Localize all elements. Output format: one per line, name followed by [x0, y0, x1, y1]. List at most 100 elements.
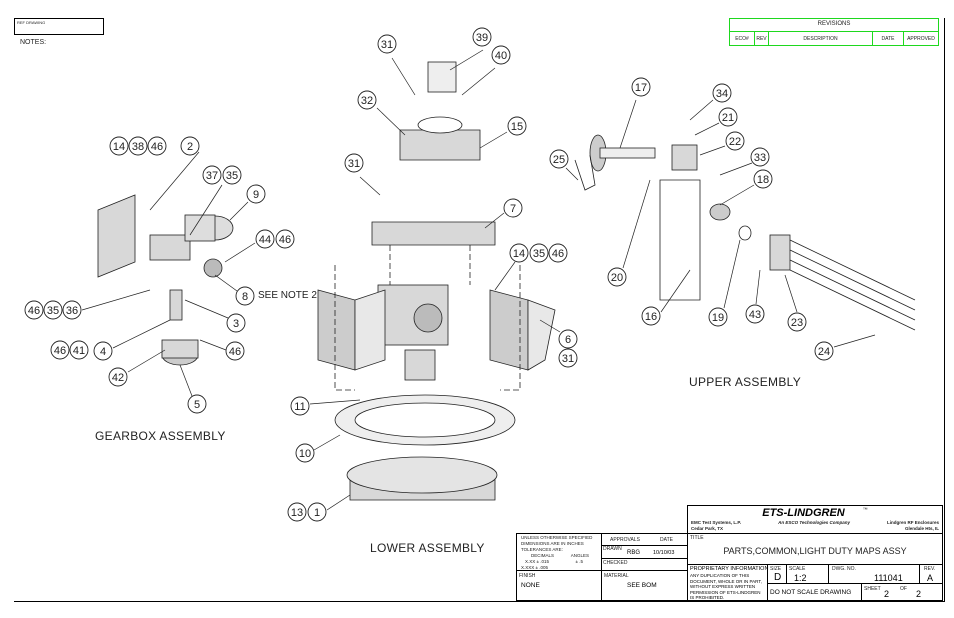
side-bracket-right [489, 289, 529, 371]
balloon-number: 10 [299, 448, 311, 460]
balloon [631, 77, 651, 97]
tolerance-xx-row: X.XX ± .015 ± .5 [521, 559, 597, 565]
balloon-number: 18 [757, 174, 769, 186]
balloon-number: 46 [552, 248, 564, 260]
balloon [128, 136, 148, 156]
dwg-label: DWG. NO. [832, 566, 856, 572]
side-bracket-left [317, 289, 356, 371]
balloon [50, 340, 70, 360]
balloon [69, 340, 89, 360]
balloon [725, 131, 745, 151]
title-label: TITLE [690, 535, 704, 541]
balloon-number: 9 [253, 189, 259, 201]
rev-value: A [927, 573, 934, 583]
material-value: SEE BOM [627, 582, 657, 589]
size-value: D [774, 572, 782, 583]
balloon [507, 116, 527, 136]
balloon-number: 46 [279, 234, 291, 246]
balloon [509, 243, 529, 263]
balloon-number: 41 [73, 345, 85, 357]
finish-box: FINISH NONE [516, 570, 602, 601]
company-logo: ETS-LINDGREN [762, 507, 845, 519]
balloon-number: 38 [132, 141, 144, 153]
balloon [255, 229, 275, 249]
proprietary-heading: PROPRIETARY INFORMATION [690, 566, 769, 572]
balloon-number: 43 [749, 309, 761, 321]
leader-lines [81, 49, 876, 511]
balloon-number: 46 [28, 305, 40, 317]
balloon-number: 22 [729, 136, 741, 148]
balloon [93, 341, 113, 361]
balloon [558, 348, 578, 368]
balloon-number: 1 [314, 507, 320, 519]
proprietary-text: ANY DUPLICATION OF THIS DOCUMENT, WHOLE … [690, 573, 762, 600]
balloon [787, 312, 807, 332]
balloon-number: 34 [716, 88, 728, 100]
trademark: ™ [862, 507, 868, 513]
balloon-number: 21 [722, 112, 734, 124]
balloon-number: 33 [754, 152, 766, 164]
balloon [225, 341, 245, 361]
balloon-number: 31 [348, 158, 360, 170]
revisions-columns: ECO# REV DESCRIPTION DATE APPROVED [729, 31, 939, 46]
notes-label: NOTES: [20, 39, 47, 46]
balloon [357, 90, 377, 110]
balloon-number: 35 [47, 305, 59, 317]
of-label: OF [900, 586, 907, 592]
material-label: MATERIAL [604, 573, 629, 579]
balloon [62, 300, 82, 320]
balloon [745, 304, 765, 324]
company-right-col: Lindgren RF Enclosures Glendale Hts, IL [887, 520, 939, 532]
balloon-number: 8 [242, 291, 248, 303]
balloon-number: 23 [791, 317, 803, 329]
balloon-number: 35 [533, 248, 545, 260]
balloon-number: 31 [381, 39, 393, 51]
shaft [169, 289, 183, 321]
panel [659, 179, 701, 301]
balloon-number: 36 [66, 305, 78, 317]
balloon [235, 286, 255, 306]
ref-drawing-box: REF DRAWING [14, 18, 104, 35]
balloon-number: 14 [513, 248, 525, 260]
tolerance-line-2: DIMENSIONS ARE IN INCHES [521, 541, 584, 546]
balloon-number: 24 [818, 346, 830, 358]
balloon [108, 367, 128, 387]
shaft-cap [427, 61, 457, 93]
tolerance-line-1: UNLESS OTHERWISE SPECIFIED [521, 535, 593, 540]
date-label: DATE [660, 536, 673, 543]
balloon [295, 443, 315, 463]
pulley [203, 258, 223, 278]
balloon-number: 11 [294, 401, 305, 413]
balloon [202, 165, 222, 185]
tolerance-line-3: TOLERANCES ARE: [521, 547, 563, 552]
size-label: SIZE [770, 566, 782, 572]
rev-box: REV. A [919, 564, 943, 584]
balloon-number: 39 [476, 32, 488, 44]
tolerance-box: UNLESS OTHERWISE SPECIFIED DIMENSIONS AR… [516, 533, 602, 571]
base-ring [346, 456, 498, 494]
company-left: EMC Test Systems, L.P. [691, 520, 742, 525]
balloon-number: 35 [226, 170, 238, 182]
title-box: TITLE PARTS,COMMON,LIGHT DUTY MAPS ASSY [687, 533, 943, 565]
balloon-number: 4 [100, 346, 106, 358]
scale-box: SCALE 1:2 [786, 564, 829, 584]
balloon [753, 169, 773, 189]
scale-label: SCALE [789, 566, 806, 572]
upper-assembly-label: UPPER ASSEMBLY [689, 375, 802, 389]
tol-xx: X.XX ± .015 [525, 559, 549, 564]
drawn-date: 10/10/03 [653, 550, 675, 556]
axle [599, 147, 656, 159]
balloon [718, 107, 738, 127]
tol-xxx: X.XXX ± .005 [521, 565, 548, 570]
revisions-title: REVISIONS [817, 21, 851, 27]
balloon [109, 136, 129, 156]
rev-col-date: DATE [873, 32, 904, 45]
balloon-number: 44 [259, 234, 271, 246]
finish-value: NONE [521, 582, 540, 589]
balloon [503, 198, 523, 218]
balloon-number: 17 [635, 82, 647, 94]
sheet-label: SHEET [864, 586, 881, 592]
sheet-border [14, 18, 945, 602]
